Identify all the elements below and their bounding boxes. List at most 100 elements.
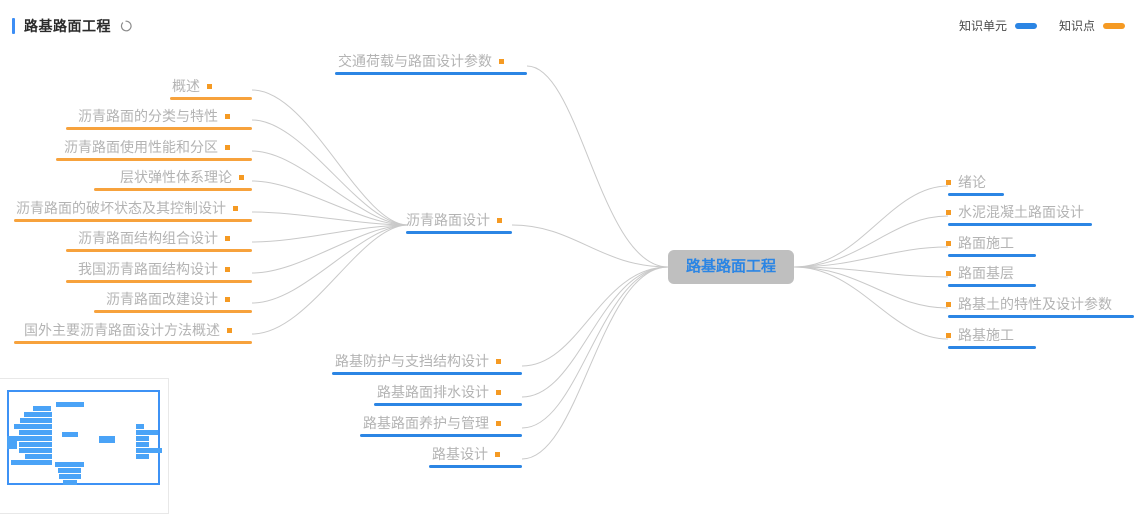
node-bullet-icon xyxy=(225,144,230,150)
node-underline xyxy=(14,341,252,344)
node-lujitu-texing-ji-sheji-canshu[interactable]: 路基土的特性及设计参数 xyxy=(946,294,1112,314)
node-bullet-icon xyxy=(225,266,230,272)
node-label: 沥青路面结构组合设计 xyxy=(78,230,218,246)
mindmap-edges xyxy=(251,65,949,460)
minimap-node xyxy=(25,454,52,459)
blue-bar-swatch-icon xyxy=(1014,23,1037,29)
node-liqing-lumian-pohuai-zhuangtai-ji-kongzhi-sheji[interactable]: 沥青路面的破坏状态及其控制设计 xyxy=(16,198,238,218)
node-liqing-lumian-jiegou-zuhe-sheji[interactable]: 沥青路面结构组合设计 xyxy=(78,228,230,248)
node-label: 水泥混凝土路面设计 xyxy=(958,204,1084,220)
node-bullet-icon xyxy=(495,451,500,457)
loading-circle-icon[interactable] xyxy=(120,20,132,32)
minimap-node xyxy=(136,424,144,429)
node-bullet-icon xyxy=(946,332,951,338)
legend: 知识单元 知识点 xyxy=(959,18,1125,34)
node-underline xyxy=(948,315,1134,318)
legend-label-knowledge-unit: 知识单元 xyxy=(958,19,1007,33)
minimap-node xyxy=(11,460,52,465)
node-label: 路基路面养护与管理 xyxy=(363,415,489,431)
node-luji-shigong[interactable]: 路基施工 xyxy=(946,325,1014,345)
mindmap-root-node[interactable]: 路基路面工程 xyxy=(668,250,794,284)
minimap-node xyxy=(14,424,52,429)
node-underline xyxy=(360,434,522,437)
node-bullet-icon xyxy=(227,327,232,333)
minimap-node xyxy=(7,437,17,449)
minimap-node xyxy=(19,430,52,435)
minimap-node xyxy=(136,448,162,453)
node-bullet-icon xyxy=(496,389,501,395)
node-cengzhuang-tanxing-tixi-lilun[interactable]: 层状弹性体系理论 xyxy=(120,167,244,187)
node-bullet-icon xyxy=(233,205,238,211)
node-label: 层状弹性体系理论 xyxy=(120,169,232,185)
minimap-node xyxy=(136,442,149,447)
node-bullet-icon xyxy=(225,235,230,241)
node-label: 沥青路面的分类与特性 xyxy=(78,108,218,124)
node-underline xyxy=(94,188,252,191)
legend-item-knowledge-unit[interactable]: 知识单元 xyxy=(959,18,1037,34)
node-liqing-lumian-shiyong-xingneng-he-fenqu[interactable]: 沥青路面使用性能和分区 xyxy=(64,137,230,157)
node-bullet-icon xyxy=(207,83,212,89)
node-bullet-icon xyxy=(946,270,951,276)
node-underline xyxy=(948,254,1036,257)
node-bullet-icon xyxy=(946,240,951,246)
minimap-node xyxy=(63,480,77,485)
node-underline xyxy=(66,127,252,130)
node-label: 沥青路面的破坏状态及其控制设计 xyxy=(16,200,226,216)
node-bullet-icon xyxy=(496,358,501,364)
node-underline xyxy=(948,284,1036,287)
node-underline xyxy=(335,72,527,75)
app-header: 路基路面工程 知识单元 知识点 xyxy=(0,0,1143,46)
node-guowai-zhuyao-liqing-lumian-sheji-fangfa-gaishu[interactable]: 国外主要沥青路面设计方法概述 xyxy=(24,320,232,340)
mindmap-canvas[interactable]: 路基路面工程 绪论 水泥混凝土路面设计 路面施工 路面基层 路基土的特性及设计参… xyxy=(0,46,1143,514)
node-underline xyxy=(948,346,1036,349)
node-underline xyxy=(14,219,252,222)
node-bullet-icon xyxy=(946,179,951,185)
node-underline xyxy=(170,97,252,100)
node-label: 国外主要沥青路面设计方法概述 xyxy=(24,322,220,338)
orange-bar-swatch-icon xyxy=(1103,23,1125,29)
node-gaishu[interactable]: 概述 xyxy=(172,76,212,96)
node-luji-fanghu-yu-zhidang-jiegou-sheji[interactable]: 路基防护与支挡结构设计 xyxy=(335,351,501,371)
node-bullet-icon xyxy=(497,217,502,223)
minimap-node xyxy=(19,442,52,447)
node-label: 我国沥青路面结构设计 xyxy=(78,261,218,277)
minimap-viewport[interactable] xyxy=(7,390,162,485)
node-lumian-shigong[interactable]: 路面施工 xyxy=(946,233,1014,253)
node-underline xyxy=(948,193,1004,196)
node-underline xyxy=(66,280,252,283)
node-liqing-lumian-gaijian-sheji[interactable]: 沥青路面改建设计 xyxy=(106,289,230,309)
node-bullet-icon xyxy=(946,209,951,215)
minimap-node xyxy=(56,402,84,407)
minimap-panel xyxy=(0,378,169,514)
node-bullet-icon xyxy=(225,296,230,302)
node-label: 路基设计 xyxy=(432,446,488,462)
node-label: 绪论 xyxy=(958,174,986,190)
minimap-node xyxy=(58,468,81,473)
minimap-node xyxy=(33,406,51,411)
node-luji-lumian-yanghu-yu-guanli[interactable]: 路基路面养护与管理 xyxy=(363,413,501,433)
node-lumian-jiceng[interactable]: 路面基层 xyxy=(946,263,1014,283)
node-bullet-icon xyxy=(499,58,504,64)
minimap-node xyxy=(20,418,52,423)
node-luji-lumian-paishui-sheji[interactable]: 路基路面排水设计 xyxy=(377,382,501,402)
header-accent-bar xyxy=(12,18,15,34)
minimap-node xyxy=(59,474,81,479)
node-label: 路面基层 xyxy=(958,265,1014,281)
minimap-node xyxy=(136,436,149,441)
node-liqing-lumian-fenlei-yu-texing[interactable]: 沥青路面的分类与特性 xyxy=(78,106,230,126)
node-underline xyxy=(66,249,252,252)
node-underline xyxy=(332,372,522,375)
node-label: 路面施工 xyxy=(958,235,1014,251)
node-xulun[interactable]: 绪论 xyxy=(946,172,986,192)
node-underline xyxy=(374,403,522,406)
node-label: 沥青路面设计 xyxy=(406,212,490,228)
legend-label-knowledge-point: 知识点 xyxy=(1058,19,1095,33)
node-luji-sheji[interactable]: 路基设计 xyxy=(432,444,500,464)
node-label: 路基防护与支挡结构设计 xyxy=(335,353,489,369)
node-shuini-hunningtu-lumian-sheji[interactable]: 水泥混凝土路面设计 xyxy=(946,202,1084,222)
node-woguo-liqing-lumian-jiegou-sheji[interactable]: 我国沥青路面结构设计 xyxy=(78,259,230,279)
node-liqing-lumian-sheji[interactable]: 沥青路面设计 xyxy=(406,210,502,230)
node-jiaotong-hezai-yu-lumian-sheji-canshu[interactable]: 交通荷载与路面设计参数 xyxy=(338,51,504,71)
minimap-node xyxy=(24,412,52,417)
legend-item-knowledge-point[interactable]: 知识点 xyxy=(1059,18,1125,34)
